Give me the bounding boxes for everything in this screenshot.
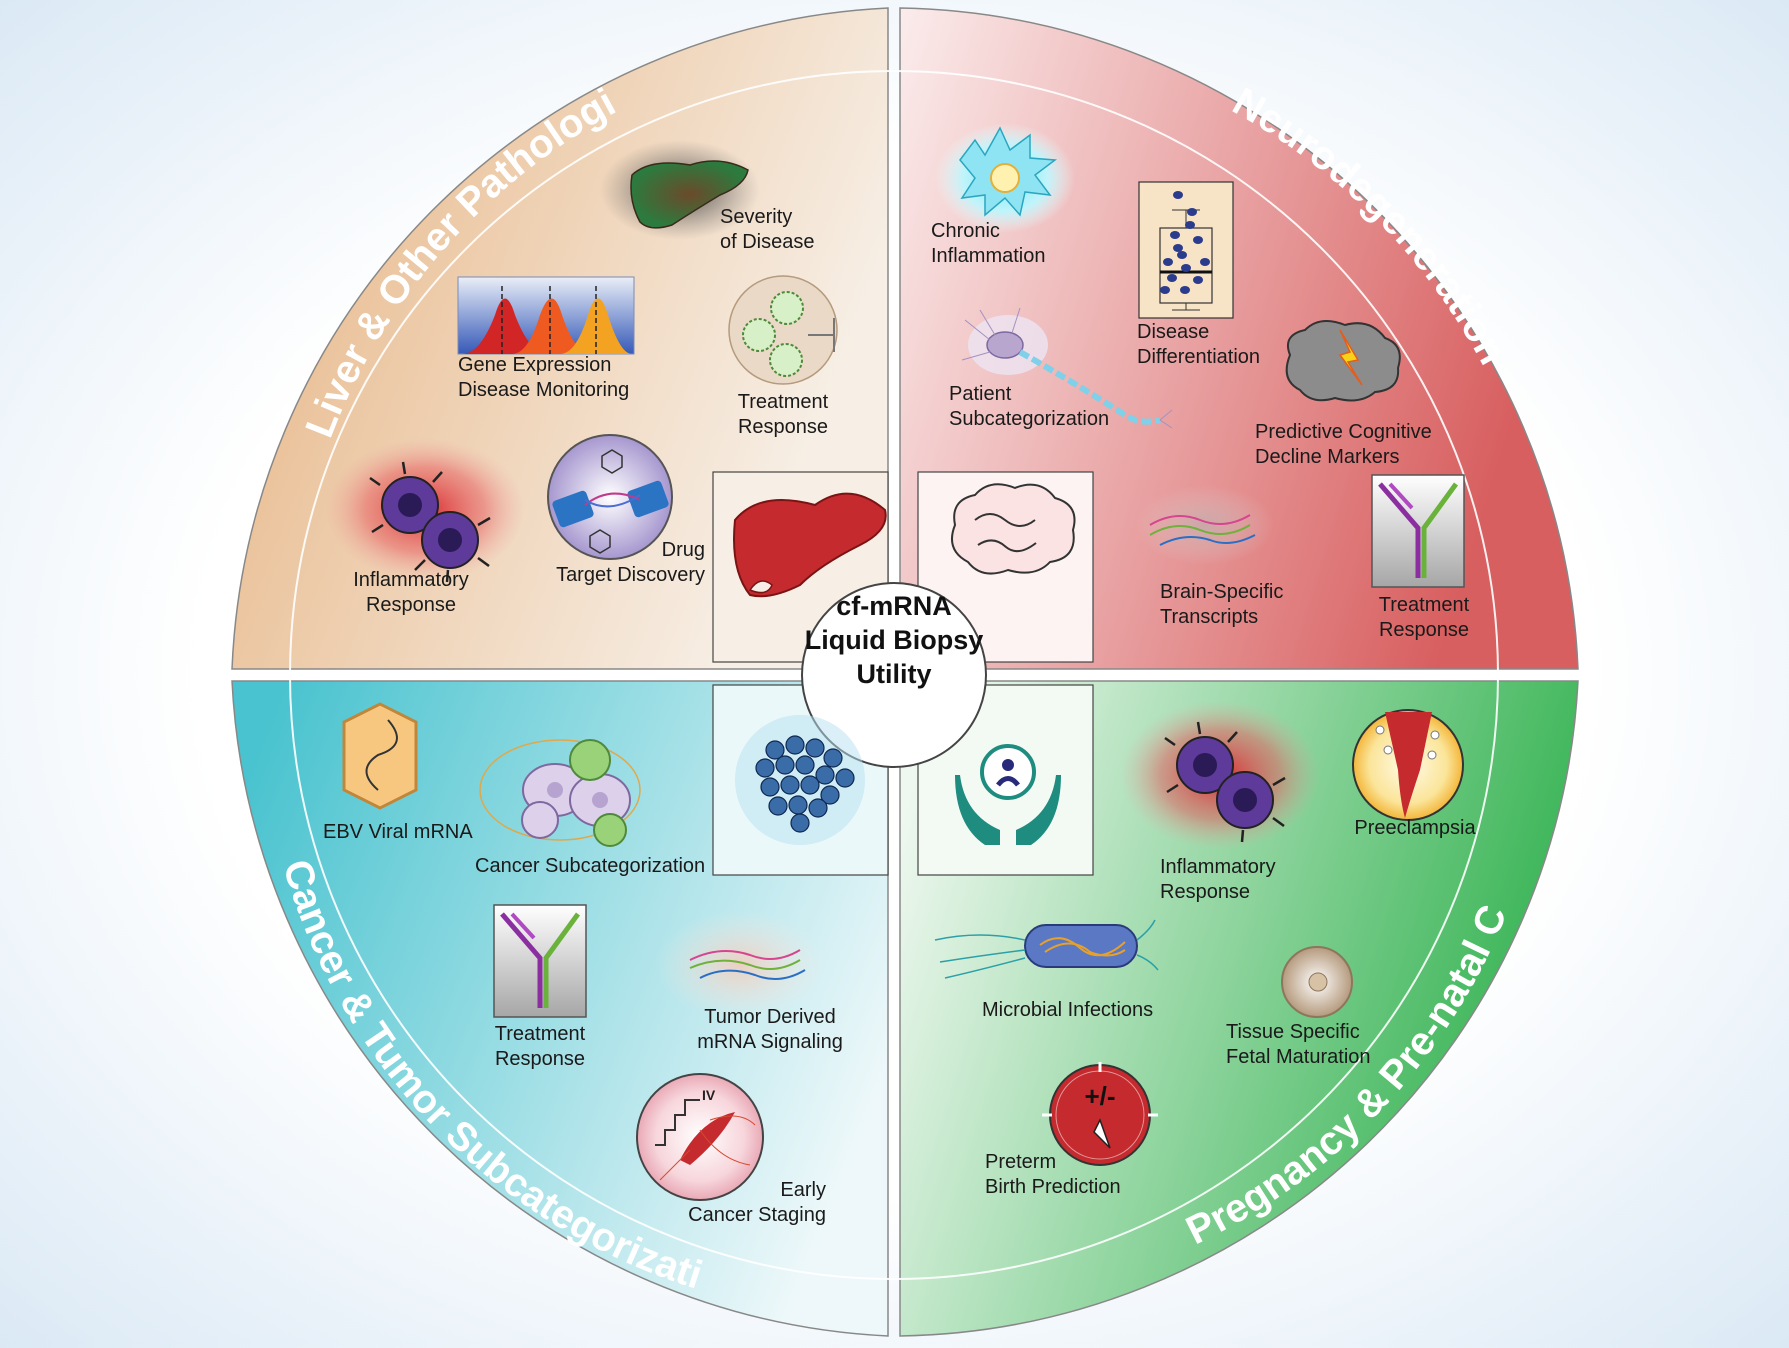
tumor-cluster-icon bbox=[735, 715, 865, 845]
ebv-virus-icon bbox=[342, 702, 418, 810]
box-plot-icon bbox=[1138, 181, 1234, 319]
inflammatory-cells-icon-pregnancy bbox=[1120, 700, 1320, 850]
center-circle bbox=[801, 582, 987, 768]
center-title-line1: cf-mRNA bbox=[836, 591, 952, 621]
liver-organ-icon bbox=[733, 492, 887, 598]
label-microbial-infections: Microbial Infections bbox=[982, 999, 1154, 1021]
brain-outline-icon bbox=[951, 483, 1076, 575]
stage-iv-text: IV bbox=[702, 1087, 716, 1103]
label-ebv-viral-mrna: EBV Viral mRNA bbox=[323, 821, 473, 843]
fetal-cell-icon bbox=[1281, 946, 1353, 1018]
center-title-line2: Liquid Biopsy bbox=[804, 625, 984, 655]
bacterium-icon bbox=[934, 919, 1159, 979]
preeclampsia-icon bbox=[1352, 709, 1464, 821]
baby-hands-icon bbox=[955, 744, 1061, 845]
treatment-vesicles-icon bbox=[728, 275, 838, 385]
neuron-icon bbox=[961, 307, 1173, 429]
inner-ring bbox=[289, 70, 1499, 1280]
gene-expression-curves-icon bbox=[457, 276, 635, 355]
inflammatory-cells-icon bbox=[325, 438, 525, 583]
antibody-icon-neuro bbox=[1371, 474, 1465, 588]
cancer-staging-icon: IV bbox=[636, 1073, 764, 1201]
diseased-liver-icon bbox=[600, 140, 760, 240]
brain-lightning-icon bbox=[1285, 320, 1401, 402]
tumor-mrna-icon bbox=[655, 910, 825, 1020]
antibody-icon-cancer bbox=[493, 904, 587, 1018]
cancer-cells-icon bbox=[479, 739, 641, 847]
preterm-clock-icon: +/- bbox=[1042, 1062, 1158, 1166]
brain-transcripts-icon bbox=[1135, 485, 1275, 565]
drug-target-icon bbox=[547, 434, 673, 560]
astrocyte-icon bbox=[935, 123, 1075, 233]
plus-minus-text: +/- bbox=[1084, 1081, 1115, 1111]
label-preeclampsia: Preeclampsia bbox=[1354, 817, 1476, 839]
center-title-line3: Utility bbox=[856, 659, 932, 689]
center-title: cf-mRNA Liquid Biopsy Utility bbox=[805, 589, 984, 691]
label-cancer-subcategorization: Cancer Subcategorization bbox=[475, 855, 706, 877]
